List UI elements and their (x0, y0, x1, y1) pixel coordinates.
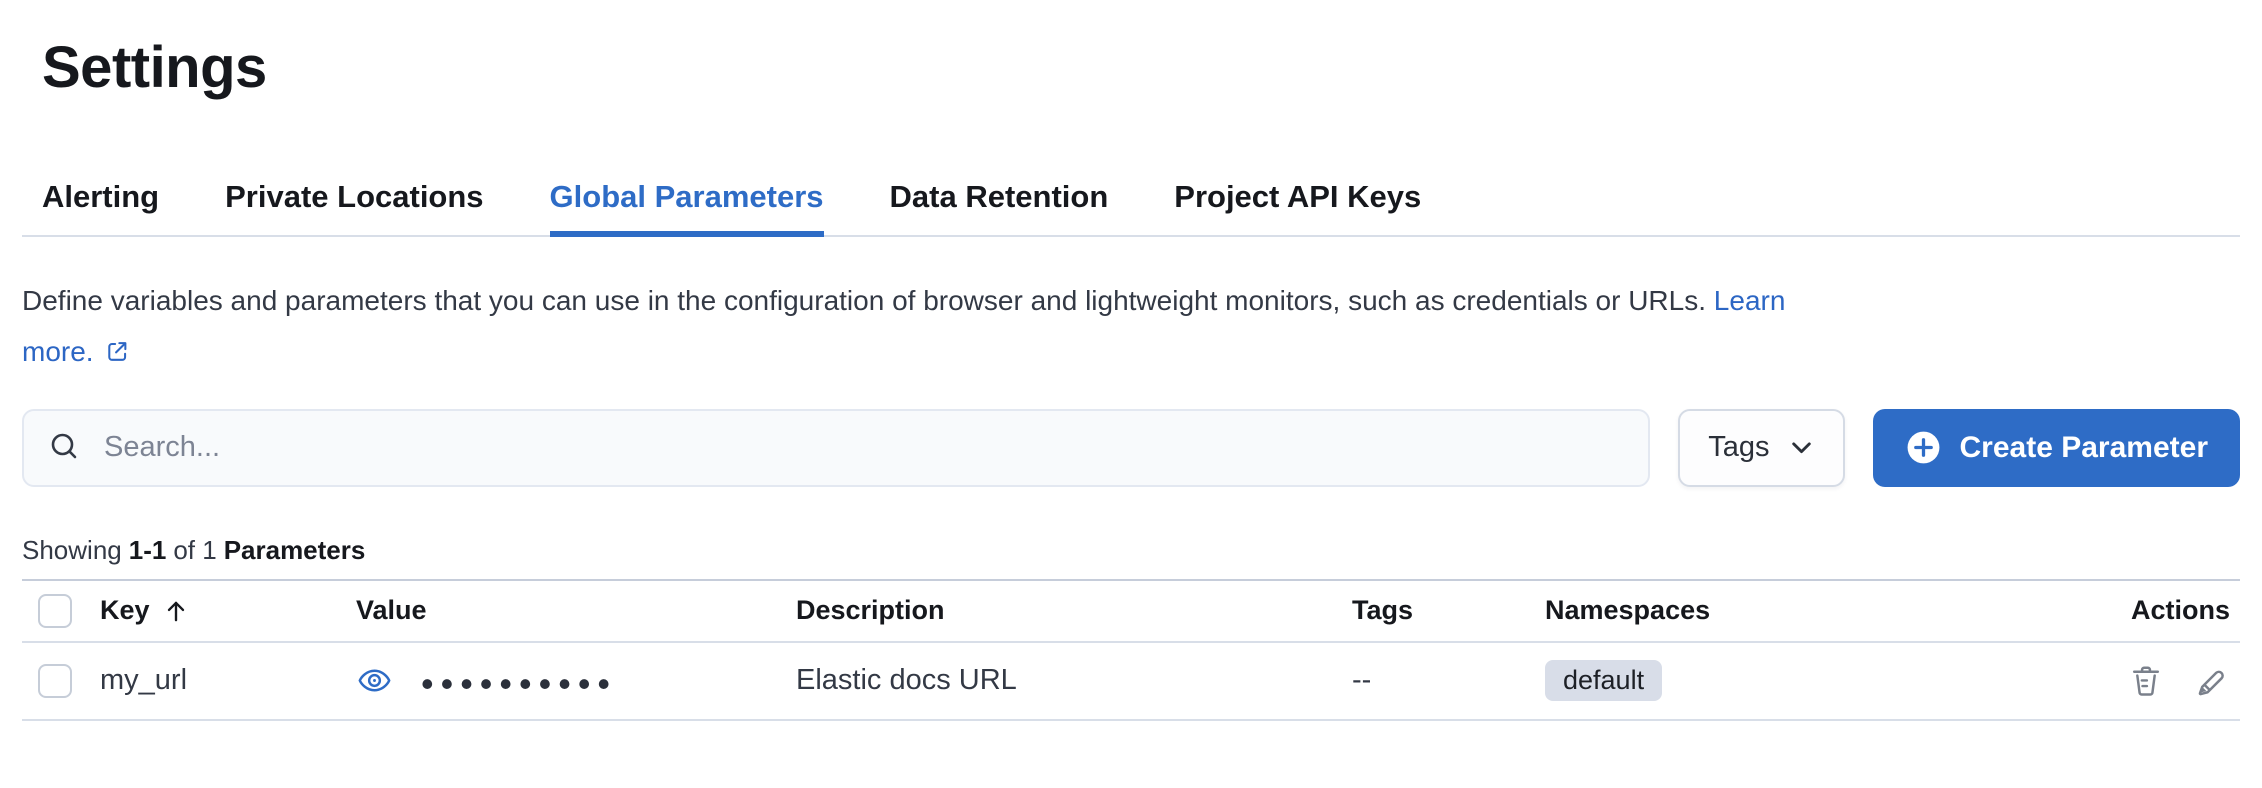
page-description: Define variables and parameters that you… (22, 275, 2240, 377)
eye-icon (358, 669, 391, 692)
description-line-2: more. (22, 326, 2240, 377)
tab-global-parameters[interactable]: Global Parameters (549, 178, 824, 237)
parameters-table: Key Value Description Tags Namespaces Ac… (22, 578, 2240, 721)
trash-icon (2132, 666, 2160, 696)
tab-alerting[interactable]: Alerting (42, 179, 160, 215)
header-description: Description (796, 595, 945, 626)
edit-parameter-button[interactable] (2194, 663, 2230, 699)
summary-range: 1-1 (128, 534, 167, 565)
namespace-badge: default (1545, 660, 1663, 702)
cell-description: Elastic docs URL (796, 664, 1352, 697)
table-row: my_url •••••••••• Elastic docs URL -- de… (22, 643, 2240, 721)
chevron-down-icon (1791, 442, 1811, 454)
header-actions: Actions (2130, 595, 2230, 626)
cell-value: •••••••••• (356, 660, 796, 702)
summary-of: of 1 (173, 534, 217, 565)
search-icon (51, 433, 77, 458)
cell-namespaces: default (1545, 660, 2050, 702)
learn-more-link[interactable]: Learn (1713, 284, 1786, 316)
header-namespaces: Namespaces (1545, 595, 1711, 626)
parameter-key: my_url (100, 664, 188, 697)
cell-tags: -- (1352, 664, 1545, 697)
create-parameter-button[interactable]: Create Parameter (1872, 408, 2240, 487)
sort-ascending-icon (167, 601, 184, 621)
settings-page: Settings Alerting Private Locations Glob… (0, 34, 2262, 721)
summary-prefix: Showing (22, 534, 122, 565)
parameters-toolbar: Tags Create Parameter (22, 408, 2240, 487)
cell-actions (2050, 663, 2240, 699)
tabs: Alerting Private Locations Global Parame… (42, 178, 2240, 237)
create-parameter-label: Create Parameter (1959, 430, 2208, 464)
row-checkbox[interactable] (38, 663, 72, 698)
search-input[interactable] (102, 430, 1625, 466)
tab-project-api-keys[interactable]: Project API Keys (1174, 179, 1422, 215)
summary-noun: Parameters (223, 534, 366, 565)
description-text: Define variables and parameters that you… (22, 284, 1707, 316)
tags-filter-button[interactable]: Tags (1678, 408, 1845, 487)
tags-filter-label: Tags (1708, 431, 1770, 464)
pencil-icon (2198, 670, 2224, 695)
reveal-value-button[interactable] (356, 662, 393, 699)
learn-more-link-continued[interactable]: more. (22, 336, 130, 367)
parameter-tags: -- (1352, 664, 1372, 697)
parameter-description: Elastic docs URL (796, 664, 1017, 697)
external-link-icon (107, 341, 126, 361)
select-all-checkbox[interactable] (38, 593, 72, 628)
tabs-bar: Alerting Private Locations Global Parame… (22, 178, 2240, 237)
plus-in-circle-icon (1907, 431, 1939, 464)
tab-private-locations[interactable]: Private Locations (225, 179, 484, 215)
page-title: Settings (42, 35, 267, 100)
header-checkbox-cell (22, 593, 100, 628)
row-checkbox-cell (22, 663, 100, 698)
delete-parameter-button[interactable] (2128, 663, 2164, 699)
search-box[interactable] (22, 408, 1651, 487)
header-key-sortable[interactable]: Key (100, 595, 356, 626)
description-line-1: Define variables and parameters that you… (22, 275, 2240, 326)
table-header-row: Key Value Description Tags Namespaces Ac… (22, 578, 2240, 643)
header-value: Value (356, 595, 427, 626)
header-tags: Tags (1352, 595, 1414, 626)
tab-data-retention[interactable]: Data Retention (889, 179, 1109, 215)
header-key-label: Key (100, 595, 150, 626)
parameter-masked-value: •••••••••• (421, 662, 618, 704)
cell-key: my_url (100, 664, 356, 697)
